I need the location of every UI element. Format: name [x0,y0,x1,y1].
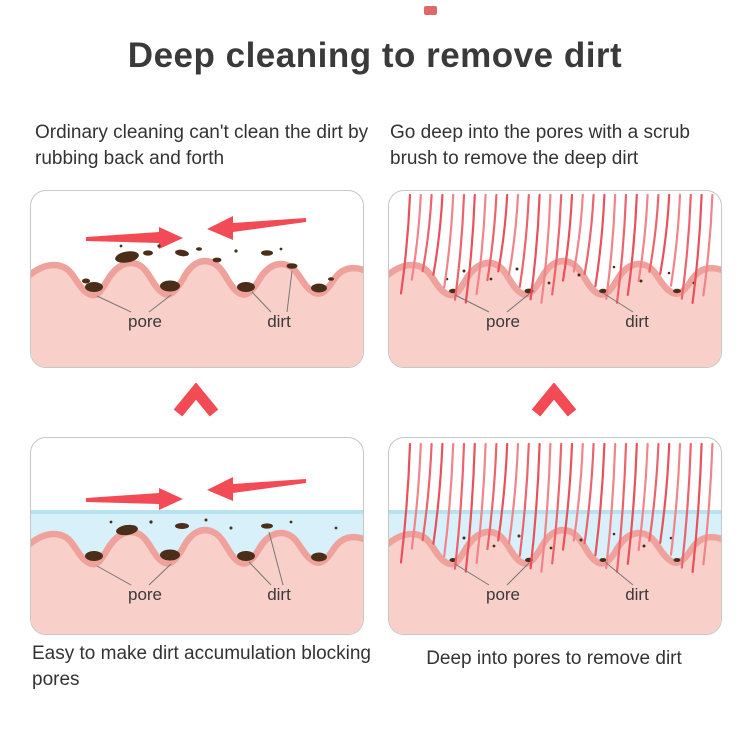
brush-bristles [399,442,714,573]
skin-illustration [389,193,721,367]
panel-ordinary-cleaning: pore dirt [30,190,364,368]
dirt-specks [445,265,696,294]
up-chevron-icon [173,383,219,417]
up-chevron-icon [531,383,577,417]
corner-mark [424,6,437,15]
dirt-label: dirt [625,312,649,331]
pore-label: pore [485,585,521,604]
pointer-lines [96,270,293,313]
rub-arrows-icon [86,216,306,249]
brush-bristles [399,193,714,304]
panel-deep-clean: pore dirt [388,437,722,635]
dirt-label: dirt [267,585,291,604]
dirt-specks [82,244,334,293]
page-title: Deep cleaning to remove dirt [127,36,623,75]
dirt-specks [85,518,338,562]
skin-surface [31,261,363,367]
skin-illustration [389,442,721,634]
caption-dirt-accumulation: Easy to make dirt accumulation blocking … [32,643,371,690]
pore-label: pore [485,312,521,331]
dirt-label: dirt [267,312,291,331]
caption-scrub-brush: Go deep into the pores with a scrub brus… [390,122,690,169]
pointer-lines [454,561,634,586]
caption-ordinary-cleaning: Ordinary cleaning can't clean the dirt b… [35,122,369,169]
panel-dirt-accumulation: pore dirt [30,437,364,635]
pore-label: pore [127,585,163,604]
panel-scrub-brush: pore dirt [388,190,722,368]
pointer-lines [454,292,634,313]
skin-illustration [31,477,363,634]
pore-label: pore [127,312,163,331]
rub-arrows-icon [86,477,306,510]
skin-illustration [31,216,363,367]
pointer-lines [96,531,284,586]
dirt-label: dirt [625,585,649,604]
caption-deep-into-pores: Deep into pores to remove dirt [426,648,682,669]
